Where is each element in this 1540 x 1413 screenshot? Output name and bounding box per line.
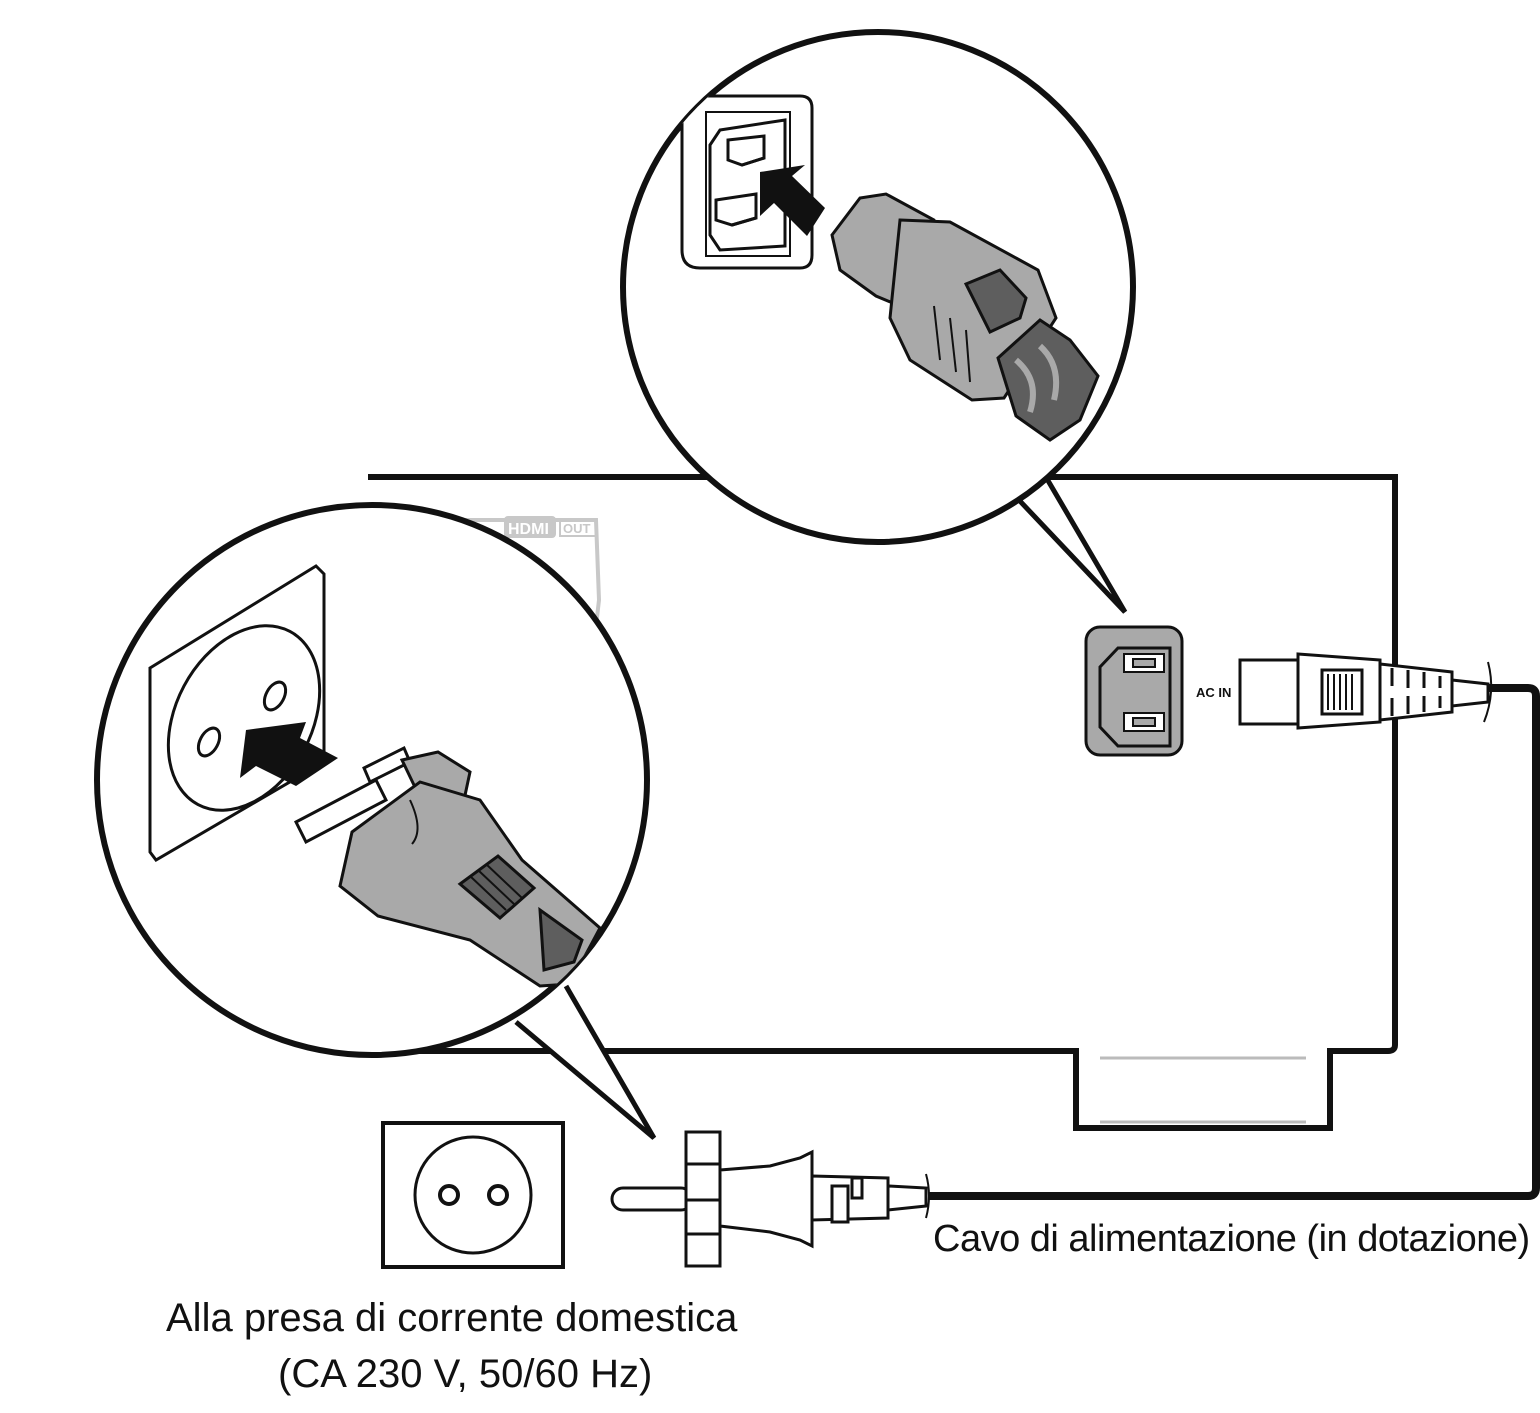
insert-arrow-left (240, 722, 338, 786)
hdmi-out-label: OUT (563, 521, 591, 536)
ac-in-label: AC IN (1196, 685, 1231, 700)
outlet-caption-line2: (CA 230 V, 50/60 Hz) (278, 1352, 653, 1396)
left-callout-pointer (514, 984, 657, 1140)
iec-plug-detail (830, 192, 1100, 442)
ac-inlet (1084, 625, 1184, 757)
top-detail-contents (680, 94, 1100, 442)
hdmi-label: HDMI (508, 521, 549, 538)
mains-plug-side (610, 1130, 930, 1268)
cable-caption: Cavo di alimentazione (in dotazione) (933, 1218, 1530, 1260)
insert-arrow-top (760, 165, 825, 236)
iec-connector (1238, 652, 1493, 730)
iec-inlet-detail (680, 94, 814, 270)
device-rear-panel (368, 474, 1398, 1131)
left-detail-contents (148, 564, 602, 988)
wall-outlet (381, 1121, 565, 1269)
power-cable (928, 684, 1540, 1200)
hdmi-panel-label: HDMI OUT (462, 516, 602, 627)
outlet-caption-line1: Alla presa di corrente domestica (166, 1296, 738, 1340)
